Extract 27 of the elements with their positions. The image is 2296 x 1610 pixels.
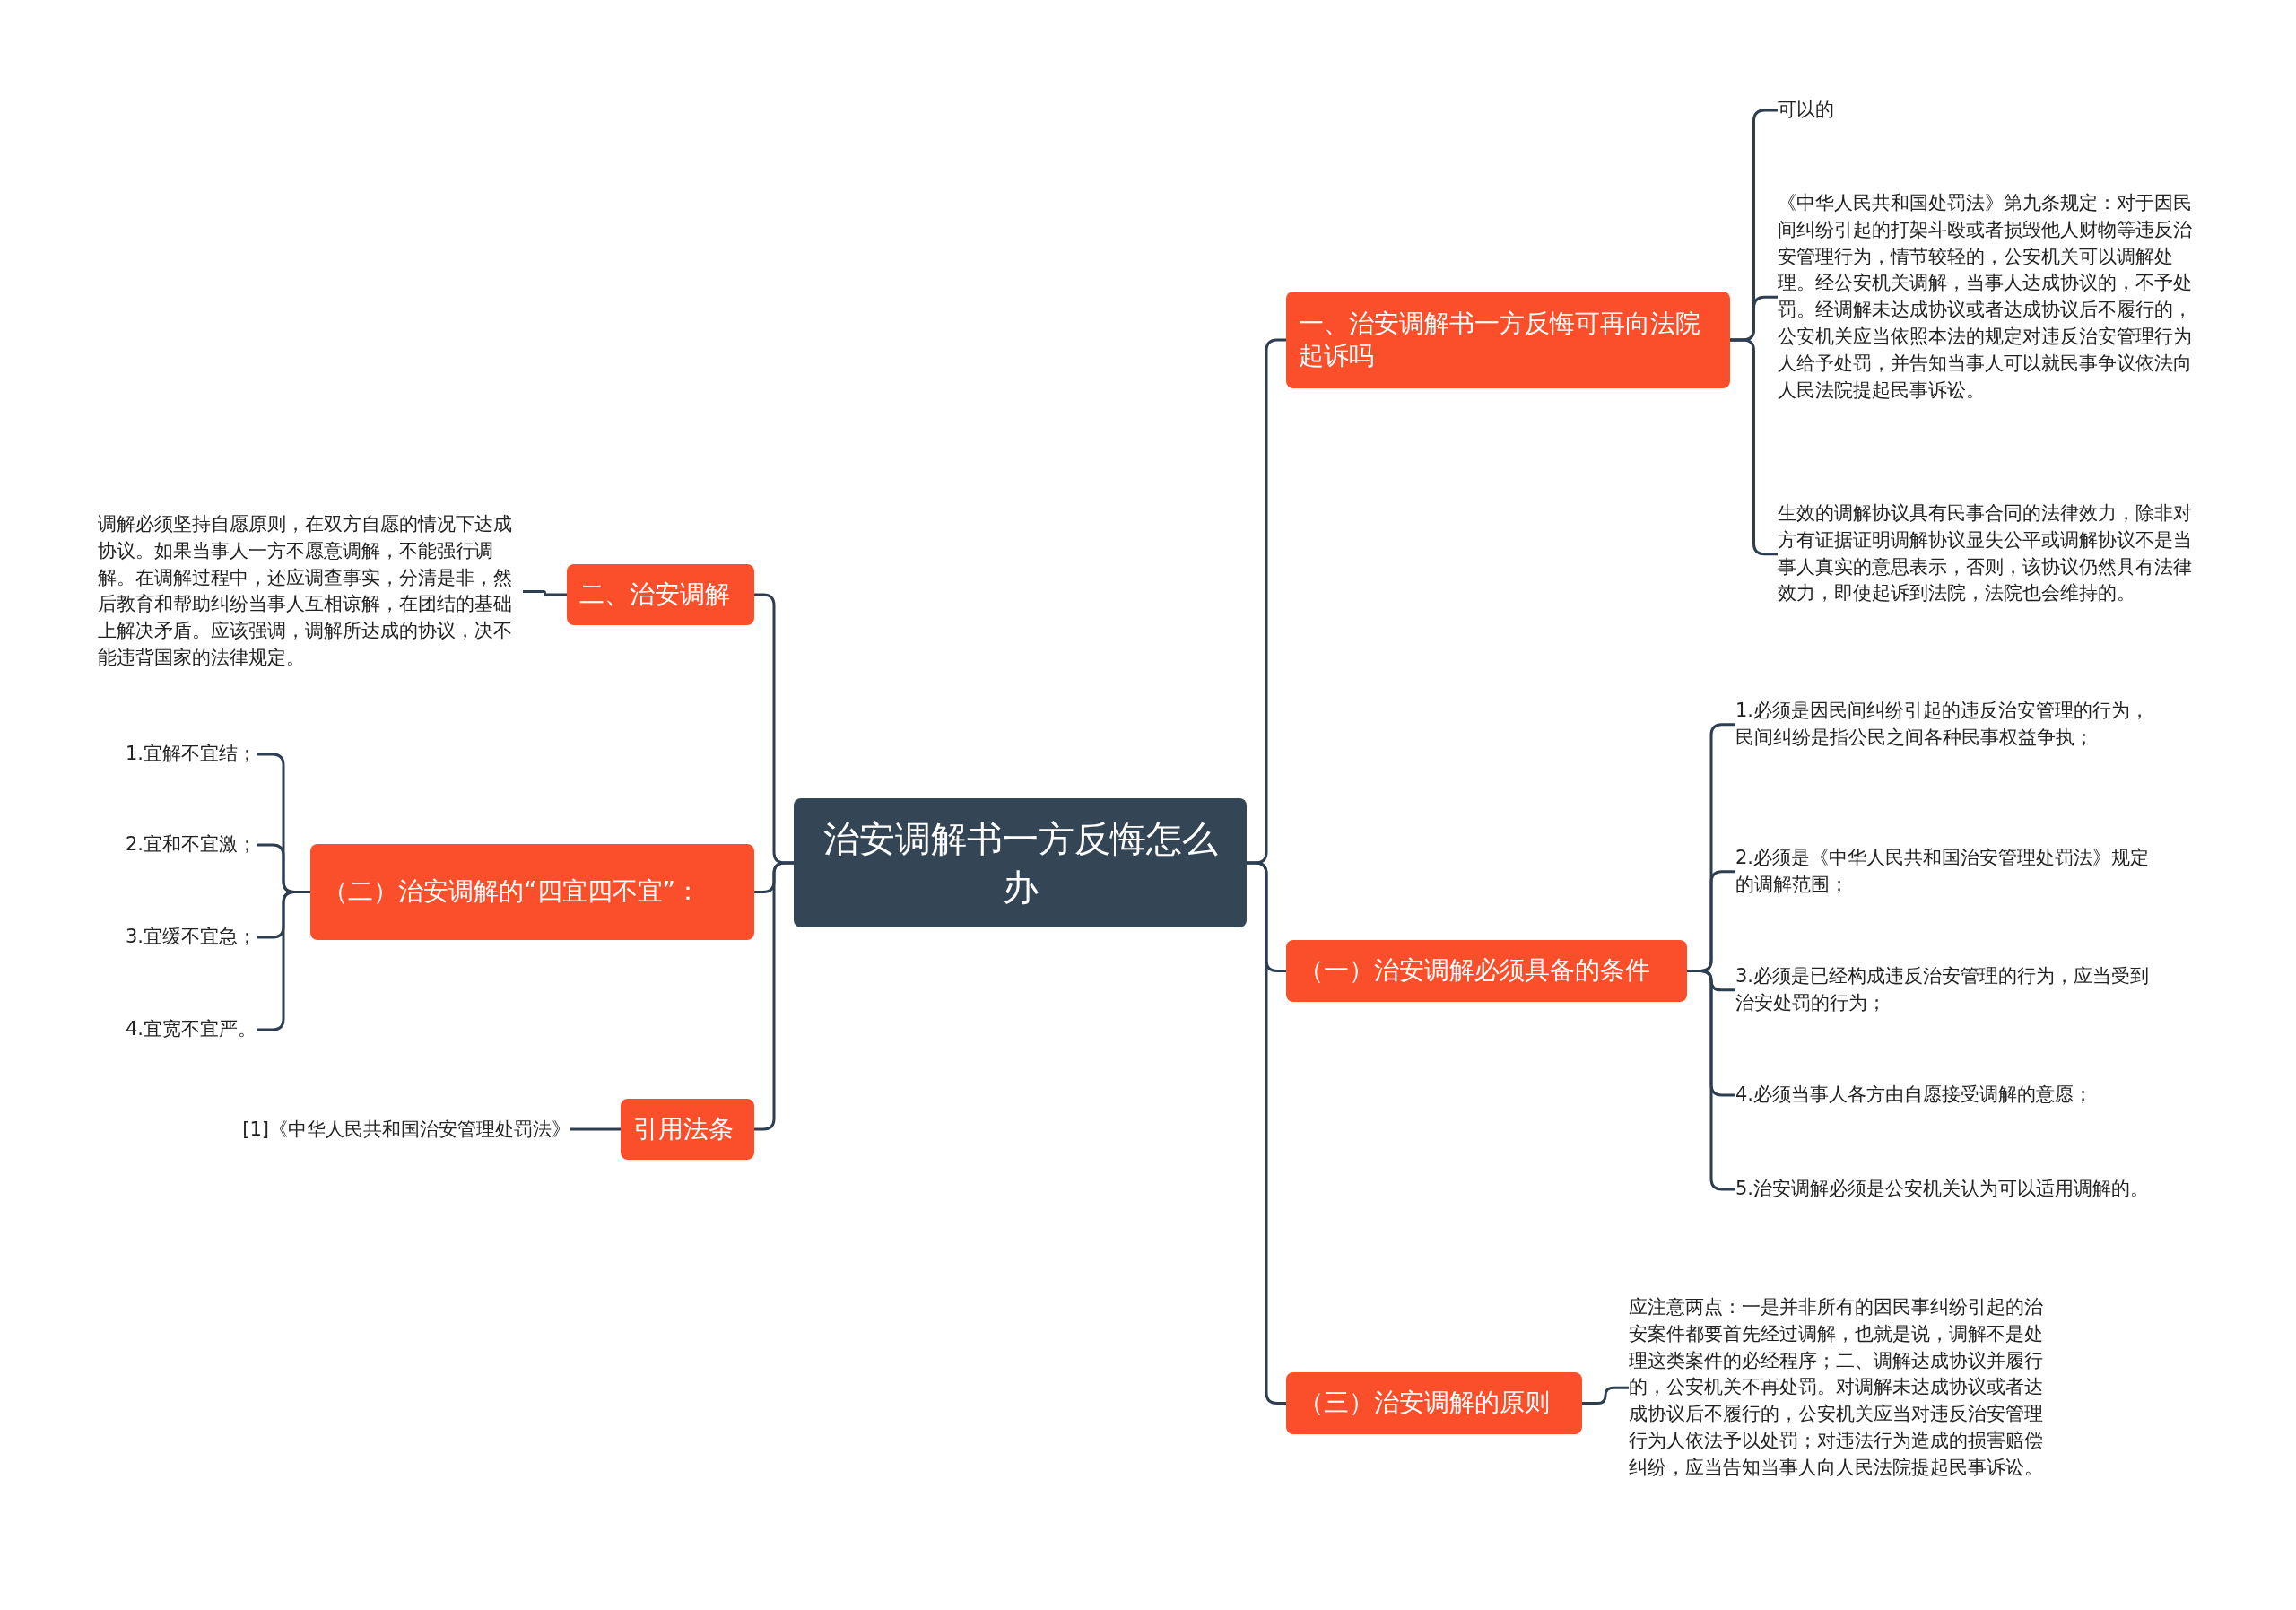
note-text: 生效的调解协议具有民事合同的法律效力，除非对方有证据证明调解协议显失公平或调解协议不是当事人真实的意思表示，否则，该协议仍然具有法律效力，即使起诉到法院，法院也会维持的。 bbox=[1778, 500, 2199, 608]
note-text: 调解必须坚持自愿原则，在双方自愿的情况下达成协议。如果当事人一方不愿意调解，不能强行调解。在调解过程中，还应调查事实，分清是非，然后教育和帮助纠纷当事人互相谅解，在团结的基础上解决矛盾。应该强调，调解所达成的协议，决不能违背国家的法律规定。 bbox=[98, 511, 523, 672]
connector-line bbox=[1247, 861, 1286, 1405]
note-text: [1]《中华人民共和国治安管理处罚法》 bbox=[242, 1117, 570, 1144]
connector-line bbox=[1582, 1386, 1629, 1405]
note-text: 3.必须是已经构成违反治安管理的行为，应当受到治安处罚的行为； bbox=[1735, 963, 2166, 1017]
note-text: 4.宜宽不宜严。 bbox=[125, 1016, 257, 1043]
connector-line bbox=[570, 1127, 621, 1131]
note-text: 应注意两点：一是并非所有的因民事纠纷引起的治安案件都要首先经过调解，也就是说，调解不是处理这类案件的必经程序；二、调解达成协议并履行的，公安机关不再处罚。对调解未达成协议或者达成协议后不履行的，公安机关应当对违反治安管理行为人依法予以处罚；对违法行为造成的损害赔偿纠纷，应当告知当事人向人民法院提起民事诉讼。 bbox=[1629, 1294, 2052, 1482]
note-text: 2.宜和不宜激； bbox=[125, 831, 257, 858]
note-text: 3.宜缓不宜急； bbox=[125, 924, 257, 951]
topic-box: （二）治安调解的“四宜四不宜”： bbox=[310, 844, 754, 940]
note-text: 1.必须是因民间纠纷引起的违反治安管理的行为，民间纠纷是指公民之间各种民事权益争执； bbox=[1735, 698, 2166, 752]
note-text: 2.必须是《中华人民共和国治安管理处罚法》规定的调解范围； bbox=[1735, 845, 2166, 899]
topic-box: （三）治安调解的原则 bbox=[1286, 1372, 1582, 1434]
topic-box: 一、治安调解书一方反悔可再向法院起诉吗 bbox=[1286, 292, 1730, 388]
central-topic-box: 治安调解书一方反悔怎么办 bbox=[794, 798, 1247, 927]
note-text: 5.治安调解必须是公安机关认为可以适用调解的。 bbox=[1735, 1176, 2166, 1203]
note-text: 1.宜解不宜结； bbox=[125, 741, 257, 768]
topic-box: 二、治安调解 bbox=[567, 564, 754, 625]
note-text: 可以的 bbox=[1778, 97, 2199, 124]
topic-box: （一）治安调解必须具备的条件 bbox=[1286, 940, 1687, 1002]
connector-line bbox=[754, 861, 794, 1131]
note-text: 《中华人民共和国处罚法》第九条规定：对于因民间纠纷引起的打架斗殴或者损毁他人财物等违反治安管理行为，情节较轻的，公安机关可以调解处理。经公安机关调解，当事人达成协议的，不予处罚。经调解未达成协议或者达成协议后不履行的，公安机关应当依照本法的规定对违反治安管理行为人给予处罚，并告知当事人可以就民事争议依法向人民法院提起民事诉讼。 bbox=[1778, 190, 2199, 405]
connector-line bbox=[523, 589, 567, 596]
topic-box: 引用法条 bbox=[621, 1099, 754, 1160]
note-text: 4.必须当事人各方由自愿接受调解的意愿； bbox=[1735, 1082, 2166, 1109]
